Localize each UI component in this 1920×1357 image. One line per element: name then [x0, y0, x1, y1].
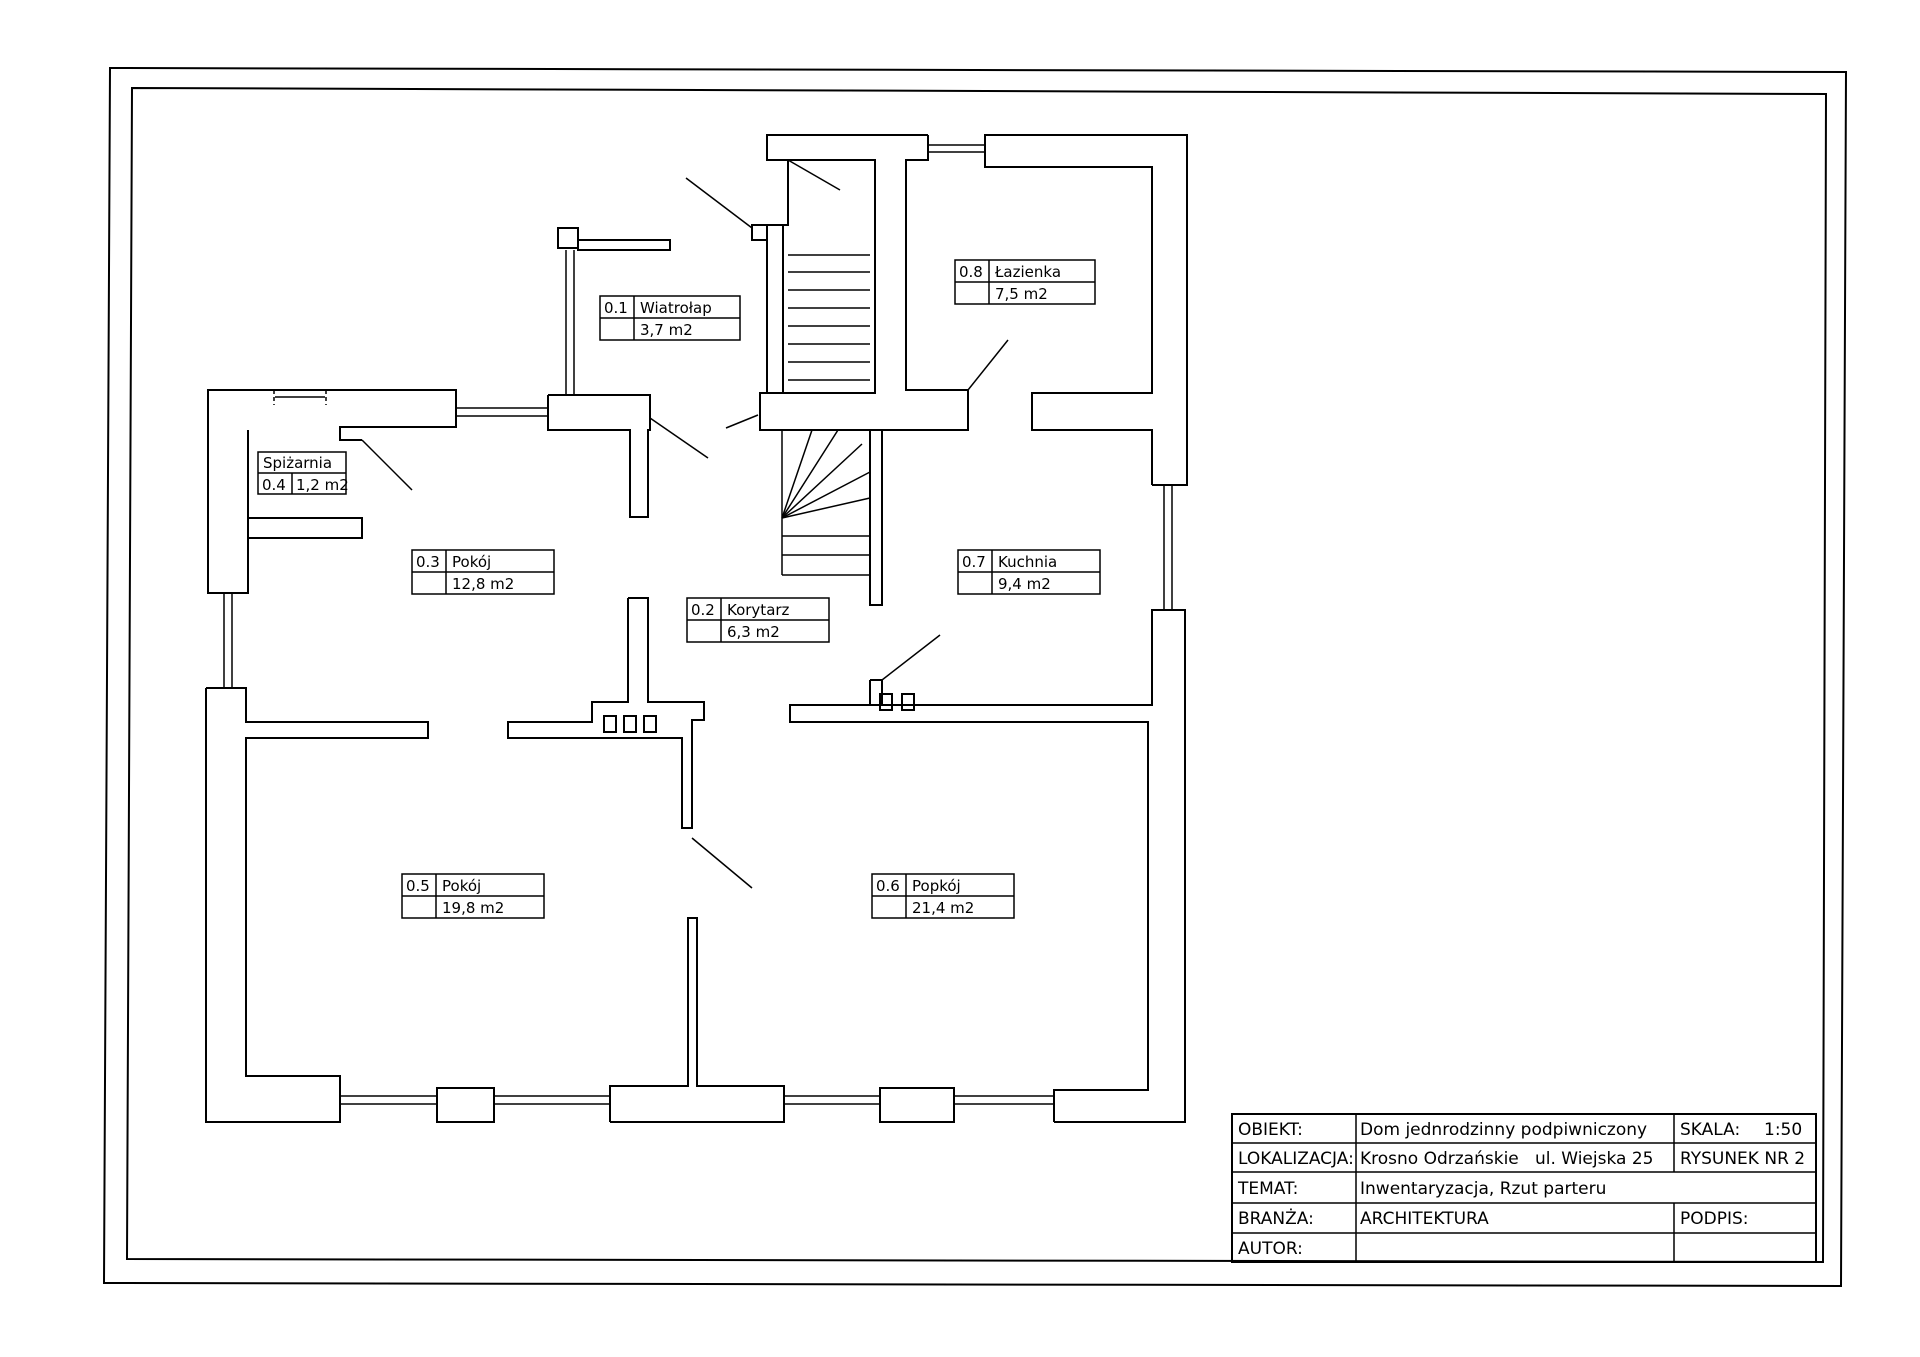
room-label-0-3: 0.3 Pokój 12,8 m2	[411, 549, 555, 595]
room-area: 12,8 m2	[452, 575, 514, 593]
skala-label: SKALA:	[1680, 1120, 1740, 1140]
autor-label: AUTOR:	[1238, 1239, 1303, 1259]
branza-value: ARCHITEKTURA	[1360, 1209, 1489, 1229]
room-name: Pokój	[452, 553, 491, 571]
room-label-0-6: 0.6 Popkój 21,4 m2	[871, 873, 1015, 919]
room-number: 0.4	[262, 476, 286, 494]
staircase	[781, 254, 871, 556]
walls	[205, 134, 1188, 1123]
room-area: 19,8 m2	[442, 899, 504, 917]
podpis-label: PODPIS:	[1680, 1209, 1749, 1229]
drawing-number: RYSUNEK NR 2	[1680, 1149, 1805, 1169]
room-name: Łazienka	[994, 263, 1061, 281]
room-name: Spiżarnia	[263, 454, 332, 472]
room-number: 0.8	[959, 263, 983, 281]
outer-frame	[102, 66, 1848, 1288]
inner-frame	[125, 86, 1828, 1264]
room-label-0-2: 0.2 Korytarz 6,3 m2	[686, 597, 830, 643]
room-name: Pokój	[442, 877, 481, 895]
room-label-0-5: 0.5 Pokój 19,8 m2	[401, 873, 545, 919]
temat-label: TEMAT:	[1237, 1179, 1298, 1199]
door-swings	[361, 159, 1009, 889]
room-area: 1,2 m2	[296, 476, 349, 494]
room-area: 6,3 m2	[727, 623, 780, 641]
temat-value: Inwentaryzacja, Rzut parteru	[1360, 1179, 1606, 1199]
room-number: 0.7	[962, 553, 986, 571]
obiekt-label: OBIEKT:	[1238, 1120, 1303, 1140]
room-label-0-4: Spiżarnia 0.4 1,2 m2	[257, 451, 349, 495]
room-name: Korytarz	[727, 601, 790, 619]
room-label-0-1: 0.1 Wiatrołap 3,7 m2	[599, 295, 741, 341]
room-number: 0.5	[406, 877, 430, 895]
room-area: 7,5 m2	[995, 285, 1048, 303]
room-number: 0.6	[876, 877, 900, 895]
lokalizacja-value: Krosno Odrzańskie ul. Wiejska 25	[1360, 1149, 1653, 1169]
room-number: 0.1	[604, 299, 628, 317]
room-area: 3,7 m2	[640, 321, 693, 339]
obiekt-value: Dom jednrodzinny podpiwniczony	[1360, 1120, 1647, 1140]
room-number: 0.2	[691, 601, 715, 619]
room-area: 21,4 m2	[912, 899, 974, 917]
title-block: OBIEKT: Dom jednrodzinny podpiwniczony S…	[1231, 1113, 1817, 1263]
room-name: Kuchnia	[998, 553, 1057, 571]
lokalizacja-label: LOKALIZACJA:	[1238, 1149, 1354, 1169]
branza-label: BRANŻA:	[1238, 1208, 1314, 1229]
room-label-0-7: 0.7 Kuchnia 9,4 m2	[957, 549, 1101, 595]
room-labels: 0.1 Wiatrołap 3,7 m2 0.8 Łazienka 7,5 m2…	[257, 259, 1101, 919]
room-name: Popkój	[912, 877, 961, 895]
room-name: Wiatrołap	[640, 299, 712, 317]
room-label-0-8: 0.8 Łazienka 7,5 m2	[954, 259, 1096, 305]
room-number: 0.3	[416, 553, 440, 571]
room-area: 9,4 m2	[998, 575, 1051, 593]
skala-value: 1:50	[1764, 1120, 1802, 1140]
